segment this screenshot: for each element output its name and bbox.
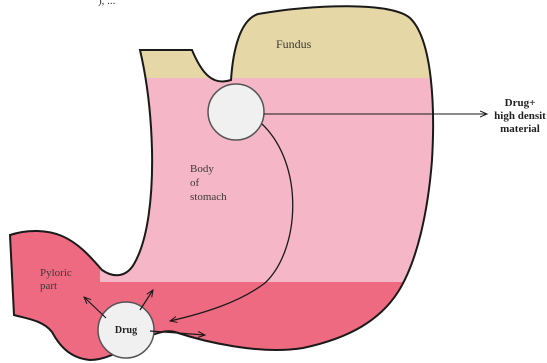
pyloric-label-line1: Pyloric	[40, 267, 72, 279]
body-label-line1: Body	[190, 163, 214, 175]
body-label-line2: of	[190, 177, 200, 189]
pyloric-label-line2: part	[40, 280, 57, 292]
drug-label: Drug	[115, 325, 137, 336]
material-label-line1: Drug+	[505, 97, 536, 109]
body-label-line3: stomach	[190, 191, 227, 203]
fundus-label: Fundus	[276, 37, 312, 51]
floating-drug-pellet	[208, 84, 264, 140]
material-label-line3: material	[500, 123, 540, 135]
material-label-line2: high densit	[494, 110, 546, 122]
